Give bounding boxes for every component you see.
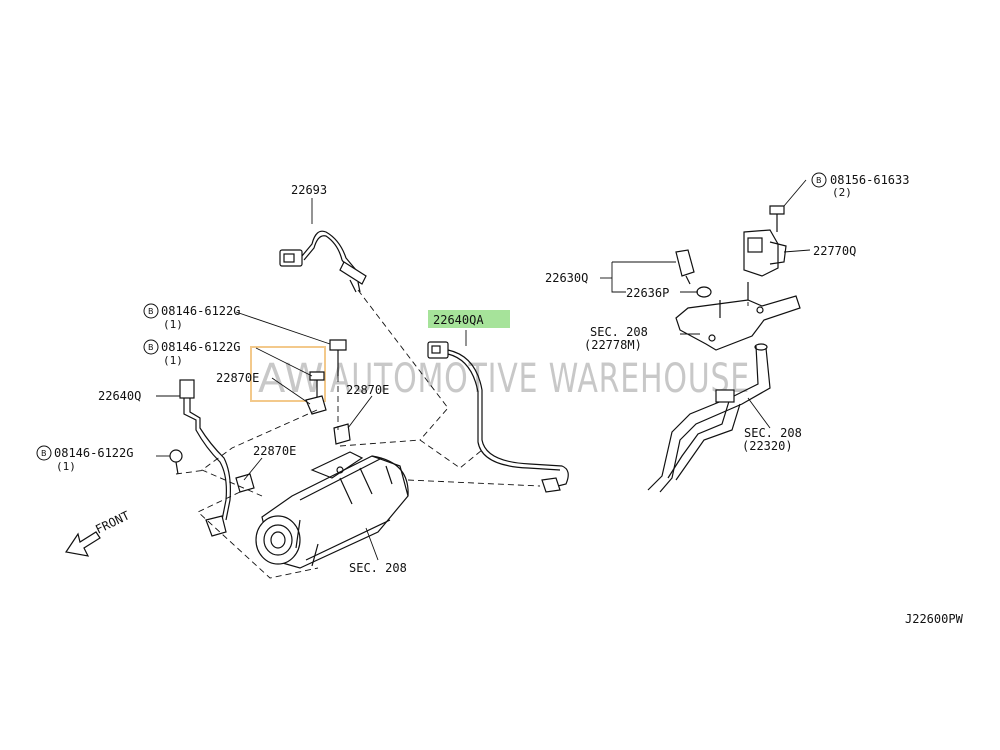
section-label-bracket: SEC. 208 [590, 325, 648, 339]
bolt-marker-letter: B [816, 176, 822, 185]
sensor-22640Q [156, 379, 231, 537]
bolt-marker-letter: B [148, 343, 154, 352]
part-labels: 22693 22640QA B 08146-6122G (1) B 08146-… [36, 172, 964, 626]
part-label-22630Q: 22630Q [545, 271, 588, 285]
vacuum-valve-assembly [647, 205, 801, 493]
qty-bolt-a: (1) [163, 318, 183, 331]
qty-bolt-d: (2) [832, 186, 852, 199]
diagram-code: J22600PW [905, 612, 964, 626]
watermark-logo-box [250, 346, 326, 402]
bolt-marker-letter: B [41, 449, 47, 458]
leaders-left [156, 311, 379, 561]
part-label-bolt-b: 08146-6122G [161, 340, 240, 354]
bolt-marker-icon [143, 339, 159, 355]
part-label-22640Q: 22640Q [98, 389, 141, 403]
section-label-pipe: SEC. 208 [744, 426, 802, 440]
bolt-marker-icon [811, 172, 827, 188]
section-ref-pipe: (22320) [742, 439, 793, 453]
part-label-22693: 22693 [291, 183, 327, 197]
part-label-bolt-c: 08146-6122G [54, 446, 133, 460]
watermark: AW AUTOMOTIVE WAREHOUSE [250, 346, 750, 402]
bolt-marker-icon [36, 445, 52, 461]
part-label-bolt-d: 08156-61633 [830, 173, 909, 187]
part-label-22870E-1: 22870E [216, 371, 259, 385]
part-label-22870E-3: 22870E [253, 444, 296, 458]
catalytic-converter [255, 451, 409, 569]
assembly-lines-left [175, 289, 541, 579]
section-ref-bracket: (22778M) [584, 338, 642, 352]
qty-bolt-c: (1) [56, 460, 76, 473]
part-label-bolt-a: 08146-6122G [161, 304, 240, 318]
part-label-22636P: 22636P [626, 286, 669, 300]
part-label-22640QA: 22640QA [433, 313, 484, 327]
bolt-marker-icon [143, 303, 159, 319]
part-label-22870E-2: 22870E [346, 383, 389, 397]
qty-bolt-b: (1) [163, 354, 183, 367]
front-label: FRONT [93, 508, 132, 536]
front-arrow: FRONT [64, 508, 132, 557]
front-arrow-icon [64, 531, 101, 557]
sensor-22640QA [427, 330, 569, 493]
highlight-22640QA [428, 310, 510, 328]
leaders-right [600, 179, 811, 429]
sensor-22693 [279, 198, 367, 293]
section-label-main: SEC. 208 [349, 561, 407, 575]
watermark-text: AUTOMOTIVE WAREHOUSE [330, 356, 750, 402]
bolt-marker-letter: B [148, 307, 154, 316]
part-label-22770Q: 22770Q [813, 244, 856, 258]
